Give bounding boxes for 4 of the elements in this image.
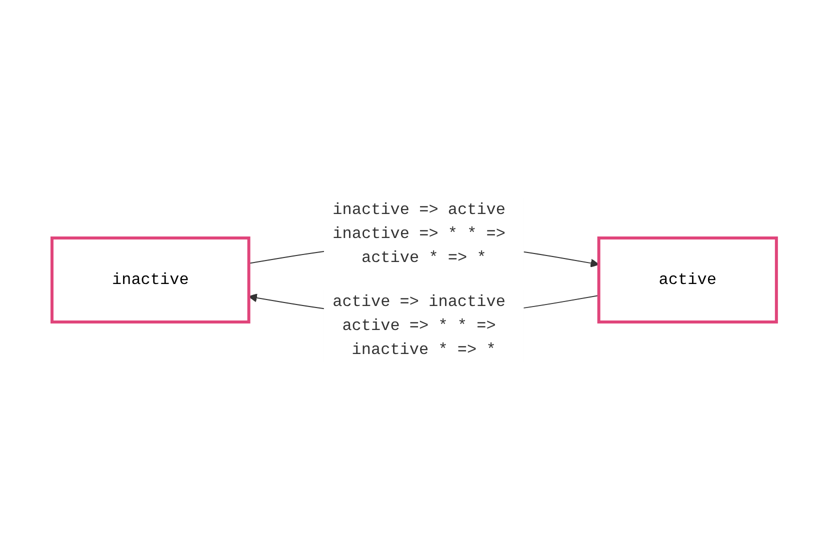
node-box: inactive [50, 236, 251, 323]
edge-label: inactive => active inactive => * * => active * => * [332, 200, 506, 266]
edge-label: active => inactive active => * * => inactive * => * [332, 292, 506, 358]
node-box: active [598, 236, 778, 323]
